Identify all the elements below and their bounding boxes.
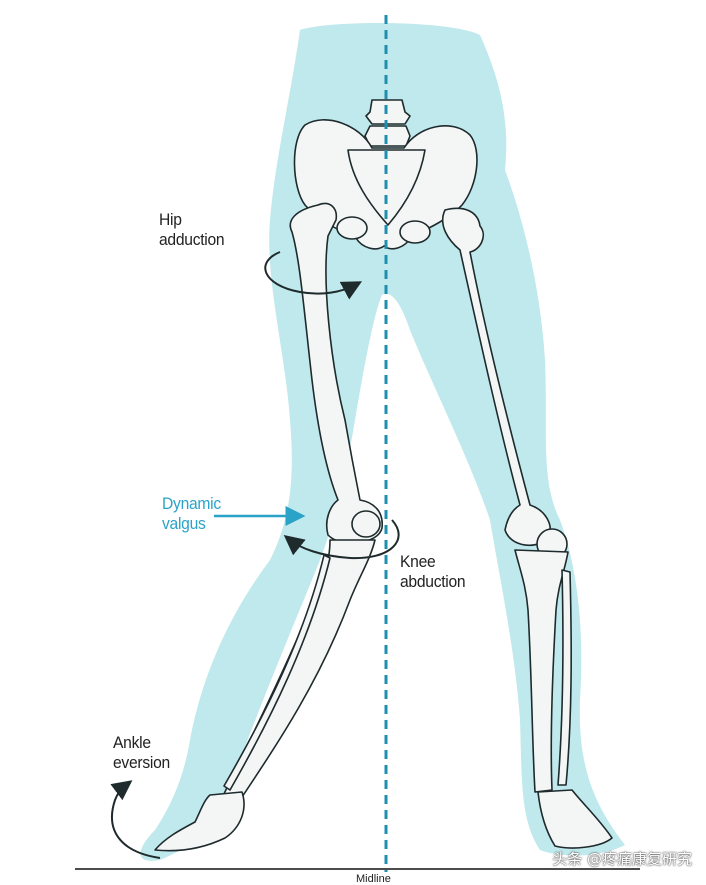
ankle-eversion-label: Ankle eversion [113,733,170,773]
knee-abduction-label: Knee abduction [400,552,466,592]
watermark: 头条 @疼痛康复研究 [552,850,692,868]
valgus-label-line2: valgus [162,514,206,533]
valgus-label-line1: Dynamic [162,494,221,513]
ankle-label-line2: eversion [113,753,170,772]
obturator [399,220,431,244]
dynamic-valgus-label: Dynamic valgus [162,494,221,534]
hip-label-line2: adduction [159,230,225,249]
vertebra [365,99,411,125]
foot-right [537,789,613,849]
skeleton [154,99,613,852]
midline-caption: Midline [356,873,391,885]
ankle-label-line1: Ankle [113,733,151,752]
fibula-right [557,569,572,786]
hip-adduction-label: Hip adduction [159,210,225,250]
body-silhouette [140,23,625,861]
patella-left [351,510,381,538]
fibula-left [223,554,331,791]
hip-rotation-arrow [264,251,363,300]
ankle-rotation-arrow [110,780,161,859]
knee-label-line1: Knee [400,552,436,571]
tibia-right [514,549,569,793]
foot-left [154,791,245,852]
obturator [336,216,368,240]
knee-label-line2: abduction [400,572,466,591]
knee-rotation-arrow [283,519,400,560]
hip-label-line1: Hip [159,210,182,229]
